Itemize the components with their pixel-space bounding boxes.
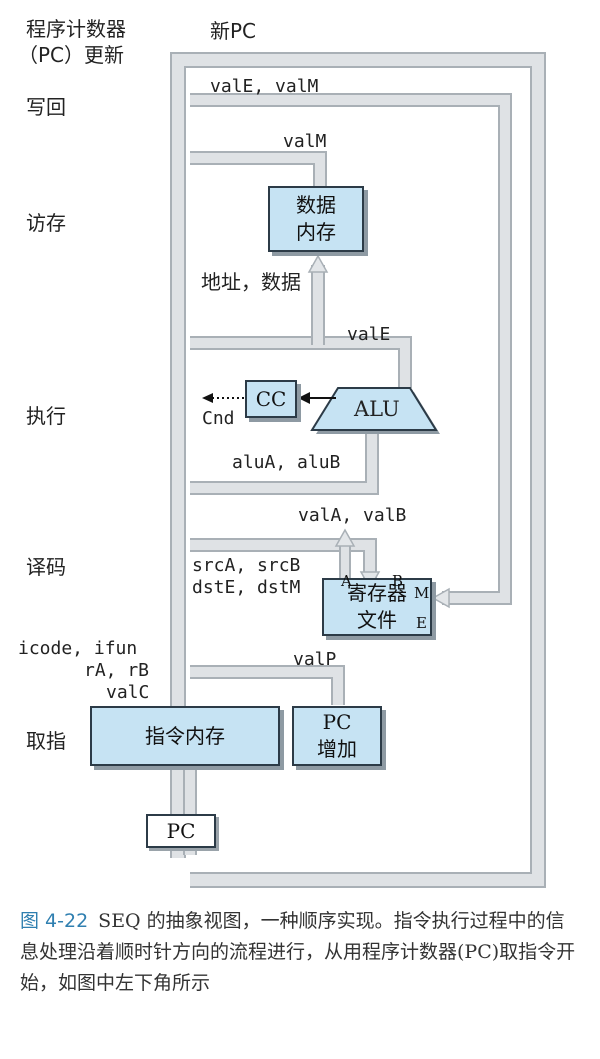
pc-increment-label-line1: PC	[322, 710, 352, 734]
stage-label-fetch: 取指	[26, 729, 66, 753]
valE-path	[190, 336, 412, 388]
signal-valM: valM	[283, 131, 327, 152]
pc-register-block: PC	[146, 814, 216, 848]
stage-label-writeback: 写回	[26, 95, 66, 119]
register-file-label-line2: 文件	[357, 608, 397, 632]
signal-rA-rB: rA, rB	[84, 660, 150, 681]
register-file-label-line1: 寄存器	[347, 581, 407, 605]
stage-label-execute: 执行	[26, 404, 66, 428]
figure-number: 图 4-22	[20, 910, 89, 932]
arrowhead-left	[431, 587, 450, 609]
cc-to-cnd-arrowhead	[202, 393, 213, 403]
signal-cnd: Cnd	[202, 408, 235, 429]
register-file-block: 寄存器文件	[322, 578, 432, 636]
reg-port-e-label: E	[416, 614, 427, 632]
stage-label-pc-update-line2: （PC）更新	[18, 43, 125, 67]
pc-increment-label-line2: 增加	[317, 737, 357, 761]
stage-label-memory: 访存	[26, 211, 66, 235]
pc-increment-block: PC 增加	[292, 706, 382, 766]
signal-src: srcA, srcB	[192, 555, 301, 576]
caption-text: SEQ 的抽象视图，一种顺序实现。指令执行过程中的信息处理沿着顺时针方向的流程进…	[20, 910, 576, 994]
arrowhead-up	[307, 254, 329, 273]
instruction-memory-block: 指令内存	[90, 706, 280, 766]
reg-port-m-label: M	[414, 584, 430, 602]
reg-port-a-label: A	[341, 572, 352, 590]
cc-block: CC	[245, 380, 297, 418]
stage-label-pc-update-line1: 程序计数器	[26, 17, 126, 41]
signal-valC: valC	[106, 682, 150, 703]
signal-new-pc: 新PC	[210, 19, 257, 43]
signal-icode-ifun: icode, ifun	[18, 638, 138, 659]
alu-block	[310, 387, 438, 431]
stage-label-decode: 译码	[26, 555, 66, 579]
alu-label: ALU	[354, 397, 400, 421]
signal-addr-data: 地址，数据	[201, 270, 301, 294]
signal-valE-valM: valE, valM	[210, 76, 319, 97]
reg-port-b-label: B	[392, 572, 404, 590]
signal-valP: valP	[293, 649, 337, 670]
data-memory-label-line2: 内存	[296, 220, 336, 244]
signal-dst: dstE, dstM	[192, 577, 301, 598]
arrowhead-up	[334, 528, 356, 547]
data-paths	[170, 52, 546, 888]
alu-to-cc-arrowhead	[298, 392, 310, 404]
seq-flow-diagram	[170, 52, 546, 888]
data-memory-block: 数据内存	[268, 186, 364, 252]
signal-aluA-aluB: aluA, aluB	[232, 452, 341, 473]
data-memory-label-line1: 数据	[296, 193, 336, 217]
signal-valE: valE	[347, 324, 391, 345]
signal-valA-valB: valA, valB	[298, 505, 407, 526]
